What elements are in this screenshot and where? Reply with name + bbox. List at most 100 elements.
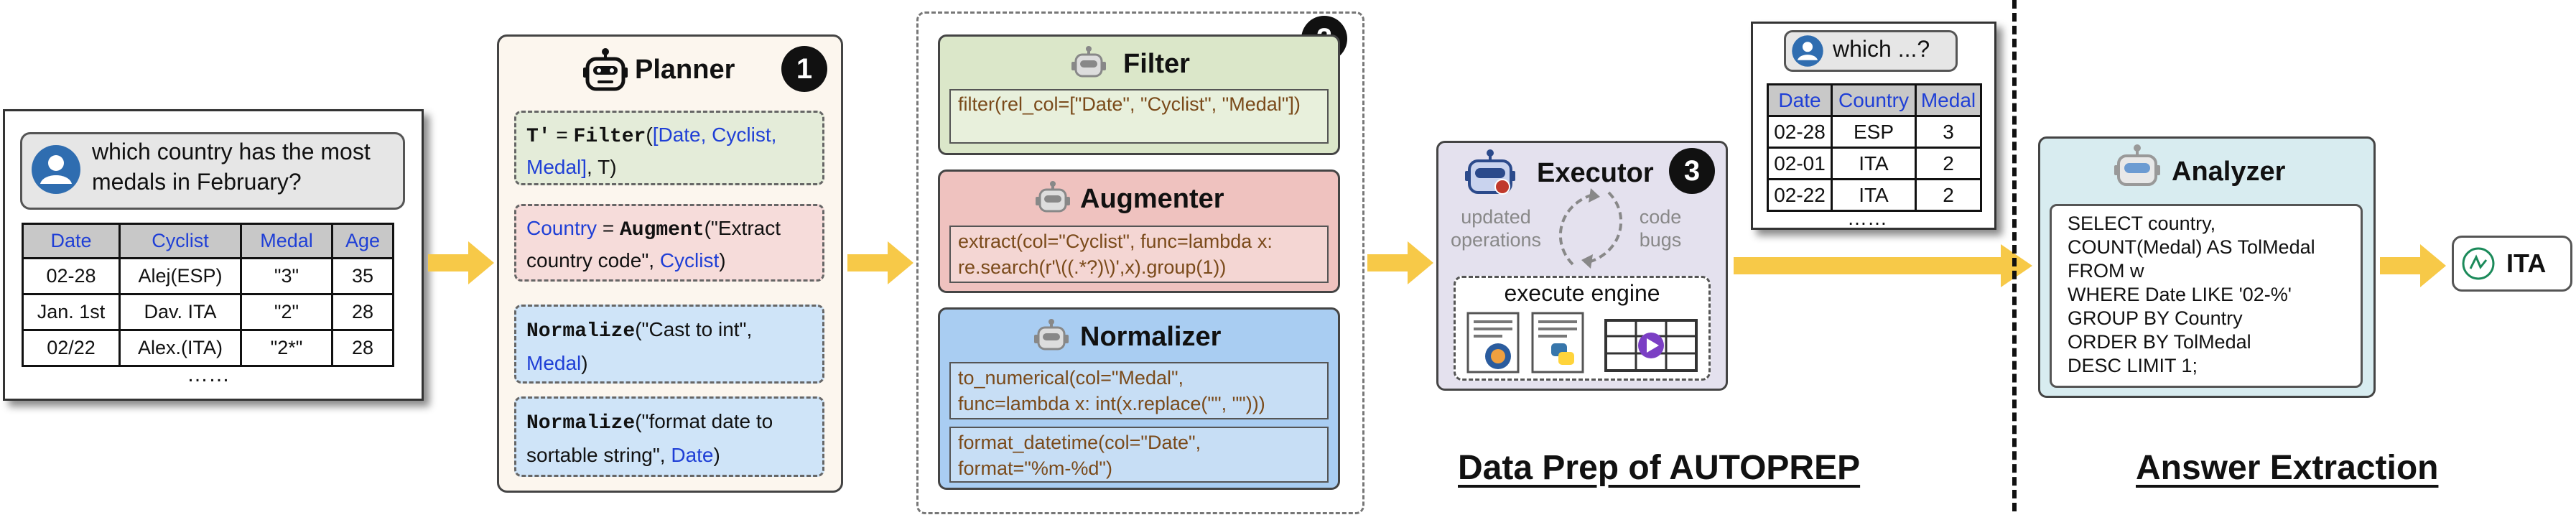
cell: 02-28	[22, 257, 121, 295]
plan-op-filter: T' = Filter([Date, Cyclist, Medal], T)	[514, 111, 824, 185]
plan-normalize1-fn: Normalize	[526, 320, 636, 343]
cell: 2	[1915, 147, 1982, 180]
python-engine-icon	[1531, 312, 1584, 373]
cell: 02-01	[1767, 147, 1833, 180]
flow-arrow-2	[847, 241, 913, 284]
final-answer: ITA	[2506, 249, 2547, 278]
sql-line: FROM w	[2068, 260, 2144, 282]
cell: "3"	[240, 257, 333, 295]
cell: 2	[1915, 178, 1982, 212]
dataprep-caption: Data Prep of AUTOPREP	[1458, 449, 1861, 487]
result-question: which ...?	[1833, 36, 1930, 62]
robot-icon	[1036, 181, 1070, 213]
table-row: 02/22 Alex.(ITA) "2*" 28	[22, 329, 394, 367]
answer-logo-icon	[2462, 247, 2495, 280]
normalizer-code-2-line-1: format_datetime(col="Date",	[958, 432, 1201, 453]
input-question: which country has the most medals in Feb…	[92, 139, 371, 195]
header-age: Age	[331, 223, 394, 259]
plan-augment-arg: Cyclist	[659, 249, 720, 271]
answer-extraction-caption: Answer Extraction	[2136, 449, 2439, 487]
sql-line: GROUP BY Country	[2068, 307, 2243, 329]
cell: "2"	[240, 293, 333, 331]
augmenter-code: extract(col="Cyclist", func=lambda x: re…	[949, 226, 1329, 283]
plan-augment-col: Country	[526, 217, 597, 239]
step-badge-1: 1	[781, 46, 827, 92]
plan-augment-fn: Augment	[619, 219, 705, 241]
flow-arrow-5	[2380, 244, 2446, 287]
cell: Alej(ESP)	[118, 257, 242, 295]
plan-normalize2-text: ("format date to sortable string",	[526, 410, 773, 466]
augmenter-code-line-1: extract(col="Cyclist", func=lambda x:	[958, 231, 1273, 252]
cell: 02-28	[1767, 115, 1833, 149]
result-table-header: Date Country Medal	[1767, 83, 1982, 117]
cell: 28	[331, 329, 394, 367]
cell: 02-22	[1767, 178, 1833, 212]
plan-augment-eq: =	[597, 217, 620, 239]
normalizer-code-1-line-2: func=lambda x: int(x.replace("", "")))	[958, 393, 1265, 414]
cell: "2*"	[240, 329, 333, 367]
result-header-date: Date	[1767, 83, 1833, 117]
cell: ITA	[1831, 147, 1917, 180]
normalizer-title: Normalizer	[1080, 322, 1222, 352]
table-row: 02-22 ITA 2	[1767, 178, 1982, 212]
question-bubble	[20, 132, 405, 210]
normalizer-code-2: format_datetime(col="Date", format="%m-%…	[949, 427, 1329, 483]
result-table: Date Country Medal 02-28 ESP 3 02-01 ITA…	[1767, 83, 1982, 212]
cell: 3	[1915, 115, 1982, 149]
table-row: 02-01 ITA 2	[1767, 147, 1982, 180]
cell: Dav. ITA	[118, 293, 242, 331]
robot-icon	[2114, 144, 2160, 186]
plan-filter-lhs: T'	[526, 126, 551, 148]
plan-normalize1-text: ("Cast to int",	[635, 318, 753, 340]
cell: ESP	[1831, 115, 1917, 149]
table-row: 02-28 ESP 3	[1767, 115, 1982, 149]
cell: 35	[331, 257, 394, 295]
sql-line: ORDER BY TolMedal	[2068, 331, 2251, 353]
cell: Jan. 1st	[22, 293, 121, 331]
table-engine-icon	[1604, 319, 1698, 372]
plan-filter-eq: =	[550, 124, 574, 146]
result-table-ellipsis: ……	[1847, 207, 1887, 229]
flow-arrow-4	[1734, 244, 2032, 287]
sql-line: COUNT(Medal) AS TolMedal	[2068, 236, 2315, 258]
header-date: Date	[22, 223, 121, 259]
plan-op-augment: Country = Augment("Extract country code"…	[514, 204, 824, 282]
robot-icon	[1465, 149, 1515, 195]
cell: 02/22	[22, 329, 121, 367]
plan-op-normalize-2: Normalize("format date to sortable strin…	[514, 396, 824, 477]
executor-left-label: updated operations	[1450, 206, 1542, 251]
cell: Alex.(ITA)	[118, 329, 242, 367]
cycle-arrows-icon	[1558, 188, 1623, 269]
normalizer-code-1: to_numerical(col="Medal", func=lambda x:…	[949, 362, 1329, 419]
filter-code: filter(rel_col=["Date", "Cyclist", "Meda…	[949, 89, 1329, 144]
analyzer-sql-box: SELECT country, COUNT(Medal) AS TolMedal…	[2050, 204, 2363, 388]
user-avatar-icon	[1792, 35, 1823, 67]
sql-line: DESC LIMIT 1;	[2068, 355, 2198, 376]
flow-arrow-1	[428, 241, 494, 284]
step-badge-3: 3	[1669, 148, 1715, 194]
planner-title: Planner	[635, 55, 735, 85]
header-medal: Medal	[240, 223, 333, 259]
plan-filter-args: [Date, Cyclist, Medal]	[526, 124, 777, 178]
plan-normalize2-close: )	[713, 444, 720, 466]
plan-filter-rest: , T)	[587, 156, 617, 178]
plan-op-normalize-1: Normalize("Cast to int", Medal)	[514, 305, 824, 384]
input-table: Date Cyclist Medal Age 02-28 Alej(ESP) "…	[22, 223, 394, 367]
executor-title: Executor	[1537, 158, 1654, 188]
plan-normalize1-close: )	[581, 352, 588, 374]
execute-engine-label: execute engine	[1504, 280, 1660, 306]
filter-title: Filter	[1123, 49, 1190, 79]
augmenter-title: Augmenter	[1080, 184, 1224, 214]
plan-augment-close: )	[719, 249, 726, 271]
robot-icon	[1071, 46, 1106, 78]
robot-icon	[583, 48, 628, 91]
robot-icon	[1034, 319, 1069, 350]
analyzer-title: Analyzer	[2172, 157, 2286, 187]
plan-normalize2-arg: Date	[671, 444, 714, 466]
cell: ITA	[1831, 178, 1917, 212]
plan-filter-open: (	[646, 124, 653, 146]
flow-arrow-3	[1367, 241, 1433, 284]
normalizer-code-1-line-1: to_numerical(col="Medal",	[958, 367, 1184, 389]
sql-line: SELECT country,	[2068, 213, 2216, 234]
plan-normalize1-arg: Medal	[526, 352, 582, 374]
